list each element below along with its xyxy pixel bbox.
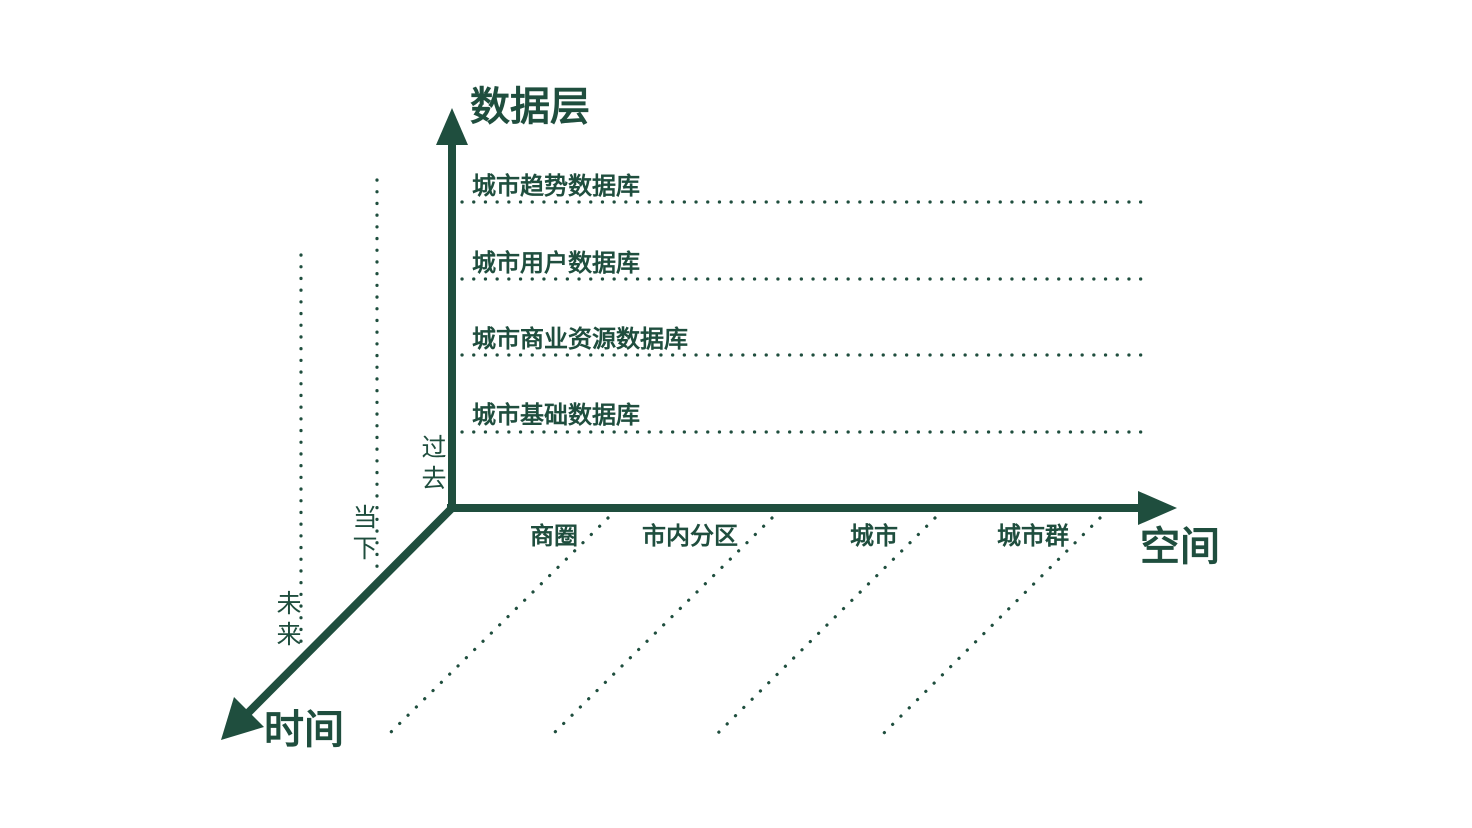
horizontal-axis-arrowhead [1138,491,1177,525]
time-level-label: 过去 [418,434,447,496]
space-level-label: 城市 [850,522,898,550]
space-guide-line [550,516,774,737]
space-guide-line [386,516,610,737]
time-level-label: 当下 [349,504,378,566]
space-level-label: 商圈 [530,522,578,550]
depth-axis-title: 时间 [264,707,344,753]
vertical-axis-title: 数据层 [470,84,590,130]
layer-label: 城市基础数据库 [472,401,640,429]
layer-label: 城市趋势数据库 [472,172,640,200]
layer-label: 城市商业资源数据库 [472,325,688,353]
layer-label: 城市用户数据库 [472,249,640,277]
space-level-label: 市内分区 [642,522,738,550]
depth-axis-arrowhead [221,697,264,740]
space-level-label: 城市群 [997,522,1069,550]
depth-axis [245,505,455,716]
time-level-label: 未来 [273,590,302,652]
vertical-axis-arrowhead [436,108,468,145]
space-guide-line [880,516,1102,737]
horizontal-axis-title: 空间 [1140,524,1220,570]
space-guide-line [714,516,937,737]
